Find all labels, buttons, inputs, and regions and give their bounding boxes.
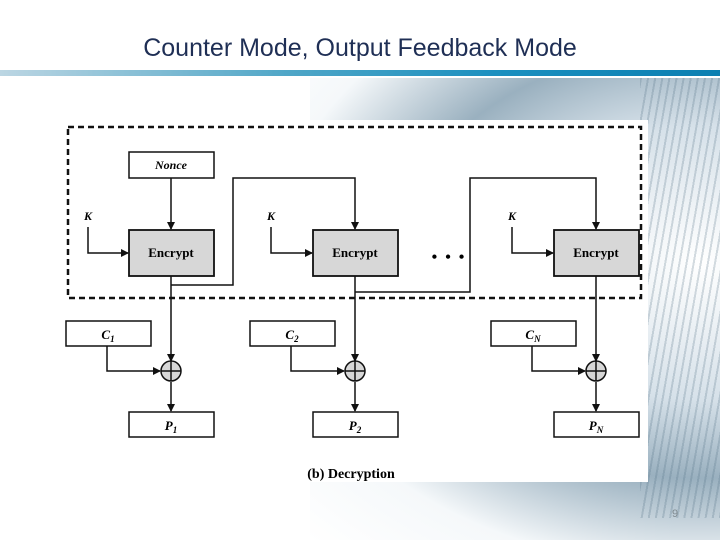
encrypt-label-2: Encrypt <box>332 245 378 260</box>
encrypt-label-1: Encrypt <box>148 245 194 260</box>
key-label-2: K <box>266 209 276 223</box>
xor-operator-2 <box>344 360 366 382</box>
plaintext-label-1: P1 <box>165 418 177 435</box>
xor-operator-n <box>585 360 607 382</box>
ciphertext-box-1 <box>65 320 152 347</box>
xor-operator-1 <box>160 360 182 382</box>
key-label-n: K <box>507 209 517 223</box>
key-label-1: K <box>83 209 93 223</box>
slide-title: Counter Mode, Output Feedback Mode <box>143 34 577 62</box>
ciphertext-box-2 <box>249 320 336 347</box>
nonce-label: Nonce <box>154 158 188 172</box>
plaintext-box-2 <box>312 411 399 438</box>
nonce-box <box>128 151 215 179</box>
connector-lines <box>87 177 600 412</box>
diagram-caption: (b) Decryption <box>307 467 395 482</box>
encrypt-label-n: Encrypt <box>573 245 619 260</box>
ciphertext-label-n: CN <box>525 327 541 344</box>
ciphertext-box-n <box>490 320 577 347</box>
plaintext-box-n <box>553 411 640 438</box>
title-underline <box>0 70 720 76</box>
page-number: 9 <box>671 508 679 520</box>
ciphertext-label-2: C2 <box>285 327 299 344</box>
plaintext-label-n: PN <box>589 418 604 435</box>
plaintext-box-1 <box>128 411 215 438</box>
background-pattern <box>640 78 720 518</box>
ciphertext-label-1: C1 <box>101 327 114 344</box>
encrypt-box-2 <box>312 229 399 277</box>
ellipsis: • • • <box>432 249 467 266</box>
plaintext-label-2: P2 <box>349 418 362 435</box>
